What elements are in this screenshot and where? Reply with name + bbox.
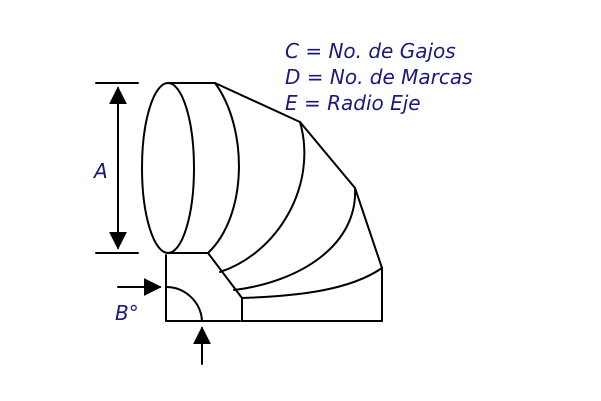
elbow-throat-edge — [167, 252, 243, 322]
legend-line-e: E = Radio Eje — [285, 91, 421, 115]
elbow-outer-contour — [214, 82, 383, 322]
seam-4 — [241, 267, 383, 299]
dimension-a-label: A — [92, 159, 108, 183]
angle-indicator: B° — [115, 254, 241, 365]
dimension-a: A — [92, 82, 139, 254]
legend: C = No. de Gajos D = No. de Marcas E = R… — [285, 39, 473, 115]
angle-box — [165, 254, 241, 322]
seam-2 — [219, 121, 306, 273]
legend-line-d: D = No. de Marcas — [285, 65, 473, 89]
elbow-opening — [141, 82, 195, 254]
angle-label: B° — [115, 301, 139, 325]
legend-line-c: C = No. de Gajos — [285, 39, 456, 63]
seam-1 — [207, 82, 240, 254]
elbow-outline — [141, 82, 383, 322]
seam-3 — [233, 187, 357, 291]
angle-arc — [165, 285, 203, 322]
